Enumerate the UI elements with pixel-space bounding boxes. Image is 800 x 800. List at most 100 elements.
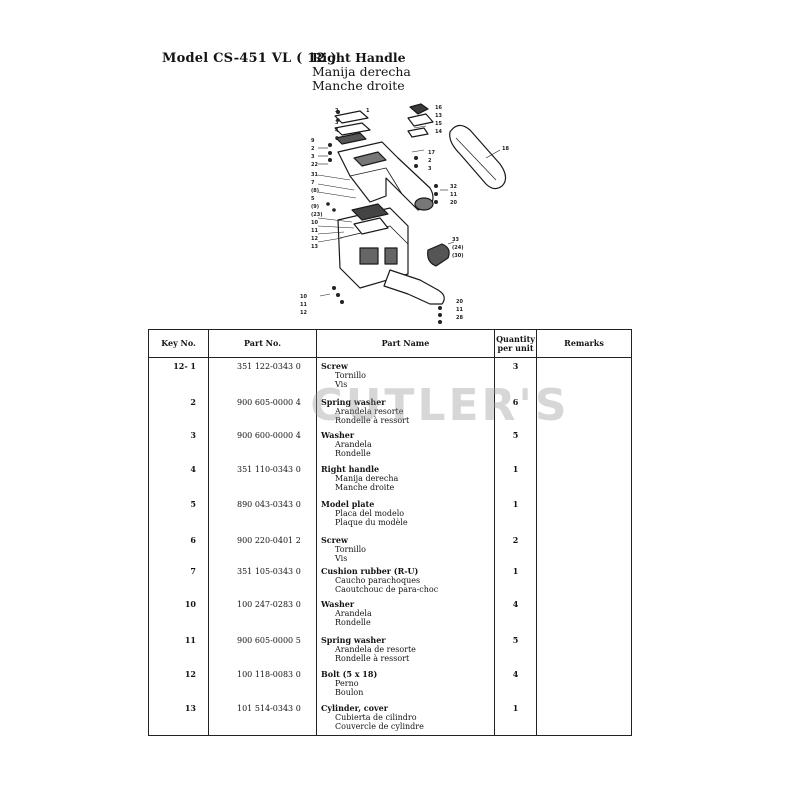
cell-key-no: 7 (148, 562, 209, 596)
parts-table: Key No. Part No. Part Name Quantity per … (148, 329, 632, 736)
cell-remarks (536, 460, 632, 496)
cell-key-no: 10 (148, 595, 209, 632)
part-name-french: Rondelle à ressort (335, 653, 410, 663)
callout-left-15: 10 (311, 220, 318, 226)
cell-part-no: 100 118-0083 0 (208, 665, 317, 700)
cell-key-no: 4 (148, 460, 209, 496)
table-header-row: Key No. Part No. Part Name Quantity per … (148, 329, 632, 358)
page-title-block: Right Handle Manija derecha Manche droit… (312, 51, 411, 93)
part-name-french: Manche droite (335, 482, 395, 492)
callout-bottom-left-0: 10 (300, 294, 307, 300)
callout-bottom-right-1: 11 (456, 307, 463, 313)
part-name-french: Vis (335, 553, 348, 563)
watermark-text: CUTLER'S (310, 380, 570, 431)
callout-grip-0: 33 (452, 237, 459, 243)
part-name-english: Spring washer (321, 634, 386, 645)
part-name-spanish: Arandela (335, 608, 372, 618)
header-part-name: Part Name (316, 329, 495, 358)
header-key-no: Key No. (148, 329, 209, 358)
callout-left-12: 5 (311, 196, 315, 202)
cell-remarks (536, 426, 632, 461)
cell-key-no: 12- 1 (148, 357, 209, 394)
cell-remarks (536, 631, 632, 666)
cell-remarks (536, 393, 632, 427)
part-name-english: Screw (321, 534, 348, 545)
model-title: Model CS-451 VL ( 12 ) (162, 51, 337, 66)
callout-top-right-2: 15 (435, 121, 442, 127)
cell-quantity: 3 (494, 357, 537, 394)
cell-key-no: 12 (148, 665, 209, 700)
cell-key-no: 6 (148, 531, 209, 563)
bracket-part (407, 113, 434, 127)
callout-right-1: 11 (450, 192, 457, 198)
cell-part-no: 900 605-0000 5 (208, 631, 317, 666)
callout-bottom-right-2: 28 (456, 315, 463, 321)
part-name-english: Cushion rubber (R-U) (321, 565, 419, 576)
cell-quantity: 4 (494, 665, 537, 700)
callout-bottom-left-2: 12 (300, 310, 307, 316)
cell-quantity: 6 (494, 393, 537, 427)
cell-key-no: 5 (148, 495, 209, 532)
cell-part-no: 890 043-0343 0 (208, 495, 317, 532)
callout-grip-2: (30) (452, 253, 464, 259)
callout-left-8: 22 (311, 162, 318, 168)
cell-key-no: 3 (148, 426, 209, 461)
model-plate-part (334, 110, 369, 124)
cell-part-no: 100 247-0283 0 (208, 595, 317, 632)
callout-left-5: 9 (311, 138, 315, 144)
part-name-french: Boulon (335, 687, 364, 697)
callout-top-right-3: 14 (435, 129, 442, 135)
part-name-french: Rondelle (335, 617, 371, 627)
callout-top-right-5: 2 (428, 158, 432, 164)
callout-top-right-0: 16 (435, 105, 442, 111)
callout-bottom-left-1: 11 (300, 302, 307, 308)
callout-left-1: 1 (366, 108, 370, 114)
cell-quantity: 1 (494, 495, 537, 532)
part-name-spanish: Perno (335, 678, 359, 688)
title-english: Right Handle (312, 50, 406, 65)
callout-left-0: 2 (335, 108, 339, 114)
part-name-english: Right handle (321, 463, 380, 474)
support-arm-part (383, 269, 445, 305)
callout-bottom-right-0: 20 (456, 299, 463, 305)
part-name-english: Screw (321, 361, 348, 371)
cell-remarks (536, 595, 632, 632)
cell-remarks (536, 665, 632, 700)
callout-left-2: 3 (335, 120, 339, 126)
cell-quantity: 1 (494, 699, 537, 736)
cell-remarks (536, 531, 632, 563)
cell-remarks (536, 699, 632, 736)
part-name-french: Couvercle de cylindre (335, 721, 424, 731)
part-name-spanish: Cubierta de cilindro (335, 712, 417, 722)
cell-part-no: 351 110-0343 0 (208, 460, 317, 496)
cell-remarks (536, 562, 632, 596)
callout-left-3: 4 (335, 128, 339, 134)
part-name-english: Washer (321, 598, 355, 609)
callout-grip-1: (24) (452, 245, 464, 251)
callout-left-14: (23) (311, 212, 323, 218)
part-name-spanish: Placa del modelo (335, 508, 405, 518)
part-name-french: Rondelle (335, 448, 371, 458)
header-quantity: Quantity per unit (494, 329, 537, 358)
part-name-spanish: Caucho parachoques (335, 575, 421, 585)
cell-part-no: 101 514-0343 0 (208, 699, 317, 736)
part-name-spanish: Tornillo (335, 544, 366, 554)
cell-part-no: 900 600-0000 4 (208, 426, 317, 461)
cell-key-no: 11 (148, 631, 209, 666)
cell-part-no: 351 105-0343 0 (208, 562, 317, 596)
part-name-french: Vis (335, 380, 348, 389)
part-name-french: Rondelle à ressort (335, 415, 410, 425)
cell-part-no: 900 605-0000 4 (208, 393, 317, 427)
cell-part-no: 900 220-0401 2 (208, 531, 317, 563)
cell-remarks (536, 495, 632, 532)
